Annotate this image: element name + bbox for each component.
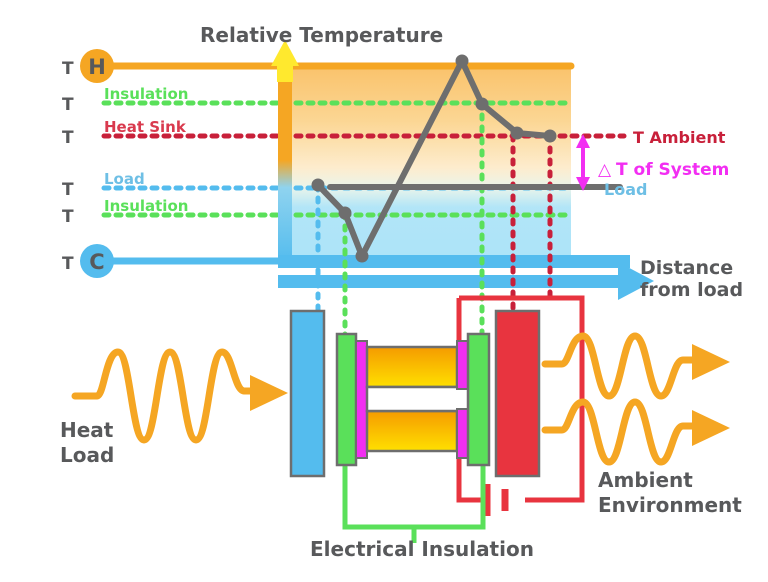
ambient-label-line2: Environment bbox=[598, 493, 742, 517]
ambient-wave-top-icon bbox=[541, 332, 704, 400]
data-point-1 bbox=[338, 206, 352, 220]
plot-gradient-area bbox=[278, 66, 571, 262]
load-right-label: Load bbox=[604, 180, 647, 199]
cold-marker-label: C bbox=[89, 250, 104, 274]
data-point-5 bbox=[510, 126, 524, 140]
hot-marker-label: H bbox=[88, 55, 106, 79]
data-point-2 bbox=[355, 249, 369, 263]
delta-t-arrowhead-down bbox=[576, 177, 590, 191]
data-point-3 bbox=[455, 54, 469, 68]
insulation-hot-label: Insulation bbox=[104, 85, 188, 103]
data-point-0 bbox=[311, 178, 325, 192]
device-layer-heat-sink-hot-side bbox=[494, 309, 541, 478]
electrical-insulation-label: Electrical Insulation bbox=[310, 537, 534, 561]
y-tick-label-4: T bbox=[62, 207, 74, 227]
device-layer-te-pellet-top bbox=[365, 345, 459, 389]
x-axis-arrowhead bbox=[618, 262, 654, 300]
x-axis-bar-lower bbox=[278, 275, 630, 288]
device-layer-conductor-left bbox=[355, 340, 368, 459]
page-title: Relative Temperature bbox=[200, 23, 443, 47]
cold-marker-circle bbox=[80, 244, 114, 278]
delta-t-label: T of System bbox=[616, 160, 729, 180]
ambient-label-line1: Ambient bbox=[598, 468, 693, 492]
device-layer-te-pellet-bottom bbox=[365, 409, 459, 453]
hot-marker-circle bbox=[80, 49, 114, 83]
device-layer-gap-middle bbox=[365, 385, 479, 413]
heat-load-label-line1: Heat bbox=[60, 418, 114, 442]
y-tick-label-3: T bbox=[62, 180, 74, 200]
heat-load-wave-icon bbox=[71, 348, 266, 444]
heat-sink-label: Heat Sink bbox=[104, 118, 187, 136]
y-tick-label-0: T bbox=[62, 59, 74, 79]
x-axis-bar-upper bbox=[278, 255, 630, 268]
data-point-6 bbox=[543, 129, 557, 143]
heat-load-label-line2: Load bbox=[60, 443, 114, 467]
ambient-wave-bottom-arrowhead bbox=[692, 410, 730, 446]
delta-t-arrowhead-up bbox=[576, 134, 590, 148]
y-axis-arrow-stem bbox=[277, 60, 293, 82]
delta-t-symbol: △ bbox=[598, 160, 612, 180]
insulation-cold-label: Insulation bbox=[104, 197, 188, 215]
y-tick-label-1: T bbox=[62, 95, 74, 115]
device-layer-conductor-right-bottom bbox=[456, 408, 469, 459]
x-axis-title-line2: from load bbox=[640, 279, 743, 301]
load-level-label: Load bbox=[104, 170, 145, 188]
device-layer-heat-sink-cold-side bbox=[289, 309, 326, 478]
y-axis-bar bbox=[278, 66, 292, 262]
y-tick-label-5: T bbox=[62, 254, 74, 274]
t-ambient-label: T Ambient bbox=[633, 128, 726, 147]
heat-load-arrowhead bbox=[250, 375, 288, 411]
x-axis-title-line1: Distance bbox=[640, 257, 733, 279]
data-point-4 bbox=[475, 97, 489, 111]
y-axis-arrowhead bbox=[271, 40, 299, 66]
device-layer-electrical-insulation-left bbox=[335, 332, 358, 467]
ambient-wave-top-arrowhead bbox=[692, 344, 730, 380]
ambient-wave-bottom-icon bbox=[541, 398, 704, 466]
device-layer-electrical-insulation-right bbox=[466, 332, 491, 467]
y-tick-label-2: T bbox=[62, 128, 74, 148]
device-layer-conductor-right-top bbox=[456, 340, 469, 390]
